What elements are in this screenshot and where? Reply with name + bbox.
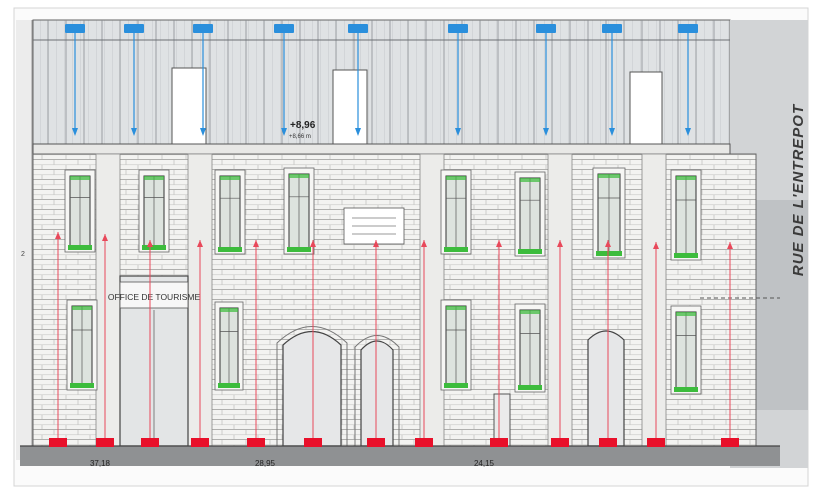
red-height-marker: [304, 240, 322, 447]
window: [514, 171, 546, 257]
red-height-marker: [247, 240, 265, 447]
pilaster: [641, 153, 667, 447]
window: [66, 299, 98, 391]
dimension-label: 37,18: [90, 459, 111, 468]
blue-level-marker: [678, 24, 698, 136]
red-markers: [49, 232, 739, 447]
window: [670, 169, 702, 261]
blue-level-marker: [124, 24, 144, 136]
blue-level-marker: [65, 24, 85, 136]
red-height-marker: [599, 240, 617, 447]
upper-glazing-band: [32, 19, 731, 145]
red-height-marker: [141, 240, 159, 447]
lower-windows: [66, 299, 702, 395]
window: [138, 169, 170, 253]
red-height-marker: [647, 242, 665, 447]
window: [440, 299, 472, 391]
blue-level-marker: [193, 24, 213, 136]
side-wall-lower: [756, 200, 808, 410]
red-height-marker: [49, 232, 67, 447]
blue-level-marker: [602, 24, 622, 136]
dimension-label: 28,95: [255, 459, 276, 468]
tourism-office-sign-text: OFFICE DE TOURISME: [108, 292, 201, 302]
red-height-marker: [721, 242, 739, 447]
red-height-marker: [96, 234, 114, 447]
blue-markers: [65, 24, 698, 136]
elevation-sub-value: +8,66 m: [289, 134, 311, 140]
window: [214, 169, 246, 255]
window: [214, 301, 244, 391]
blue-level-marker: [448, 24, 468, 136]
red-height-marker: [415, 240, 433, 447]
upper-door-panel: [171, 67, 207, 145]
left-edge-strip: [16, 20, 32, 460]
red-height-marker: [551, 240, 569, 447]
pilaster: [95, 153, 121, 447]
margin-mark: 2: [21, 251, 25, 258]
street-name-label: RUE DE L'ENTREPOT: [790, 103, 807, 276]
elevation-value: +8,96: [290, 120, 316, 131]
red-height-marker: [367, 240, 385, 447]
arched-door: [587, 330, 625, 447]
dimension-label: 24,15: [474, 459, 495, 468]
red-height-marker: [490, 240, 508, 447]
upper-door-panel: [629, 71, 663, 145]
upper-windows: [64, 167, 702, 261]
blue-level-marker: [274, 24, 294, 136]
upper-door-panel: [332, 69, 368, 145]
tourism-office-sign: [119, 281, 189, 309]
window: [64, 169, 96, 253]
blue-level-marker: [348, 24, 368, 136]
arched-door: [354, 335, 400, 447]
red-height-marker: [191, 240, 209, 447]
window: [440, 169, 472, 255]
window: [514, 303, 546, 393]
ground-line: [20, 446, 780, 466]
window: [283, 167, 315, 255]
cornice: [32, 143, 731, 155]
blue-level-marker: [536, 24, 556, 136]
window: [670, 305, 702, 395]
upper-glazing-mullions: [33, 20, 730, 144]
arched-door: [276, 326, 348, 447]
